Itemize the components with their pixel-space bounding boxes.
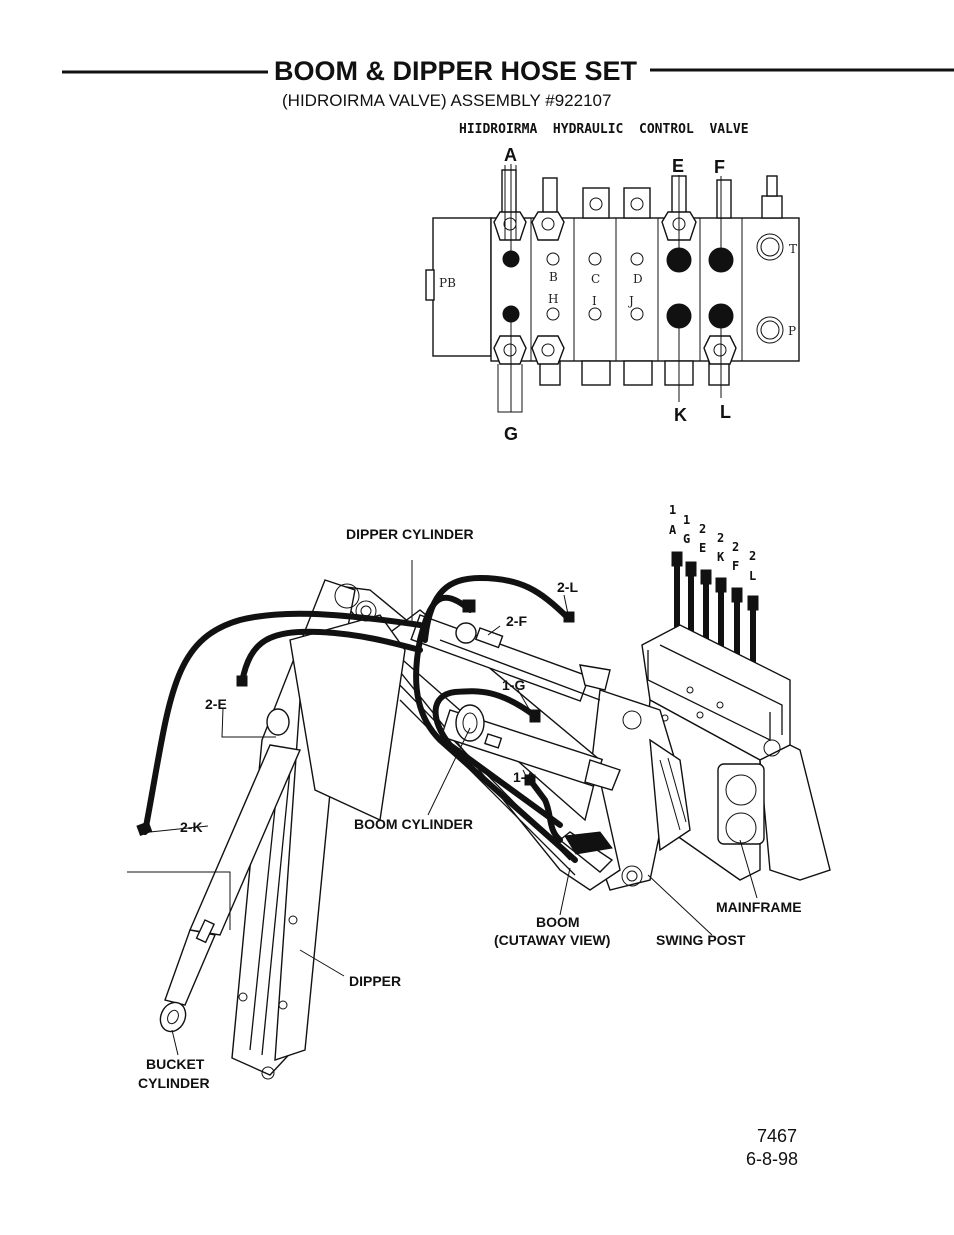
port-j: [630, 307, 644, 321]
hose-tag-1g-num: 1: [683, 513, 690, 527]
port-letter-l: L: [720, 402, 731, 422]
label-dipper: DIPPER: [349, 973, 401, 989]
boom-cylinder: [440, 704, 621, 791]
backhoe-illustration: DIPPER CYLINDER BOOM CYLINDER BOOM (CUTA…: [127, 526, 831, 1091]
port-label-d: D: [633, 272, 643, 286]
valve-caption: HIIDROIRMA HYDRAULIC CONTROL VALVE: [459, 122, 749, 137]
port-label-b: B: [549, 270, 558, 284]
hose-tag-2l-num: 2: [749, 549, 756, 563]
callout-lines: [127, 560, 758, 1056]
label-bucket-cylinder: CYLINDER: [138, 1075, 210, 1091]
hose-end-tags: 1 A 1 G 2 E 2 K 2 F 2 L: [669, 503, 756, 583]
label-boom-cylinder: BOOM CYLINDER: [354, 816, 473, 832]
hose-runs: [136, 575, 578, 863]
hose-tag-2f-letter: F: [732, 559, 739, 573]
label-mainframe: MAINFRAME: [716, 899, 802, 915]
hose-label-1a: 1-A: [513, 769, 536, 785]
hose-tag-2f-num: 2: [732, 540, 739, 554]
port-letter-f: F: [714, 157, 725, 177]
port-label-c: C: [591, 272, 600, 286]
hose-tag-1a-num: 1: [669, 503, 676, 517]
hose-label-2l: 2-L: [557, 579, 578, 595]
label-boom: BOOM: [536, 914, 580, 930]
pb-label: PB: [439, 276, 456, 290]
hose-tag-2k-letter: K: [717, 550, 725, 564]
control-valve: HIIDROIRMA HYDRAULIC CONTROL VALVE PB: [425, 122, 800, 444]
hose-label-2k: 2-K: [180, 819, 203, 835]
port-letter-a: A: [504, 145, 517, 165]
page-subtitle: (HIDROIRMA VALVE) ASSEMBLY #922107: [282, 91, 611, 110]
header: BOOM & DIPPER HOSE SET (HIDROIRMA VALVE)…: [62, 56, 954, 110]
label-swing-post: SWING POST: [656, 932, 746, 948]
port-label-j: J: [627, 294, 634, 308]
label-dipper-cylinder: DIPPER CYLINDER: [346, 526, 474, 542]
port-label-h: H: [548, 292, 558, 306]
drawing-number: 7467: [757, 1126, 797, 1146]
port-h: [546, 307, 560, 321]
hose-tag-2e-num: 2: [699, 522, 706, 536]
port-label-p: P: [788, 324, 796, 338]
dipper-cylinder: [410, 614, 611, 702]
port-letter-k: K: [674, 405, 687, 425]
drawing-date: 6-8-98: [746, 1149, 798, 1169]
port-d: [630, 252, 644, 266]
hose-tag-2e-letter: E: [699, 541, 706, 555]
hose-tag-1a-letter: A: [669, 523, 677, 537]
label-bucket: BUCKET: [146, 1056, 205, 1072]
hose-tag-1g-letter: G: [683, 532, 690, 546]
port-letter-e: E: [672, 156, 684, 176]
port-p: [756, 316, 784, 344]
footer: 7467 6-8-98: [746, 1126, 798, 1169]
port-b: [546, 252, 560, 266]
hose-tag-2l-letter: L: [749, 569, 756, 583]
port-label-i: I: [592, 294, 597, 308]
valve-end-tab: [425, 269, 435, 301]
port-letter-g: G: [504, 424, 518, 444]
hose-label-1g: 1-G: [502, 677, 525, 693]
port-c: [588, 252, 602, 266]
label-boom-cutaway: (CUTAWAY VIEW): [494, 932, 610, 948]
hose-label-2f: 2-F: [506, 613, 527, 629]
port-t: [756, 233, 784, 261]
port-label-t: T: [789, 242, 797, 256]
hose-tag-2k-num: 2: [717, 531, 724, 545]
port-i: [588, 307, 602, 321]
bucket-cylinder: [159, 708, 301, 1033]
dipper-arm: [231, 579, 406, 1080]
hose-label-2e: 2-E: [205, 696, 227, 712]
page-title: BOOM & DIPPER HOSE SET: [274, 56, 638, 86]
